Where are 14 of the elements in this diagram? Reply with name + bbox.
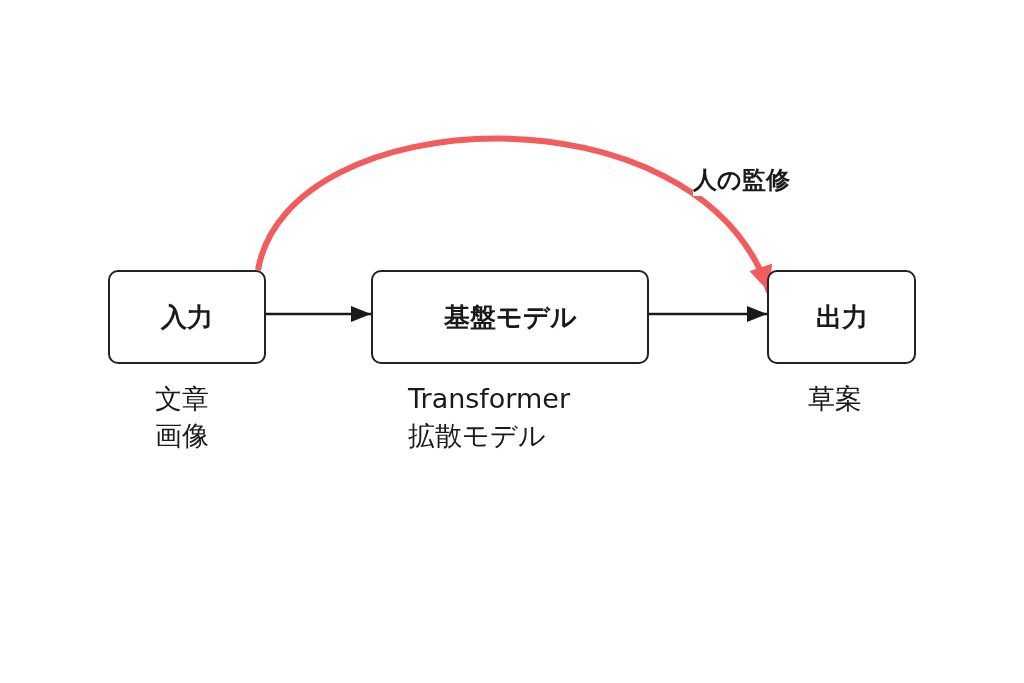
node-caption: 文章 [155,382,209,416]
arrow [266,306,371,322]
node-caption: 画像 [155,419,209,453]
process-box [108,270,266,364]
node-label: 出力 [815,300,868,334]
process-box [371,270,649,364]
node-caption: 拡散モデル [408,419,546,453]
node-caption: 草案 [808,382,862,416]
process-box [767,270,916,364]
arrow [255,135,772,294]
node-label: 基盤モデル [443,300,577,334]
node-label: 入力 [161,300,213,334]
node-caption: Transformer [408,382,570,416]
arrow [649,306,767,322]
